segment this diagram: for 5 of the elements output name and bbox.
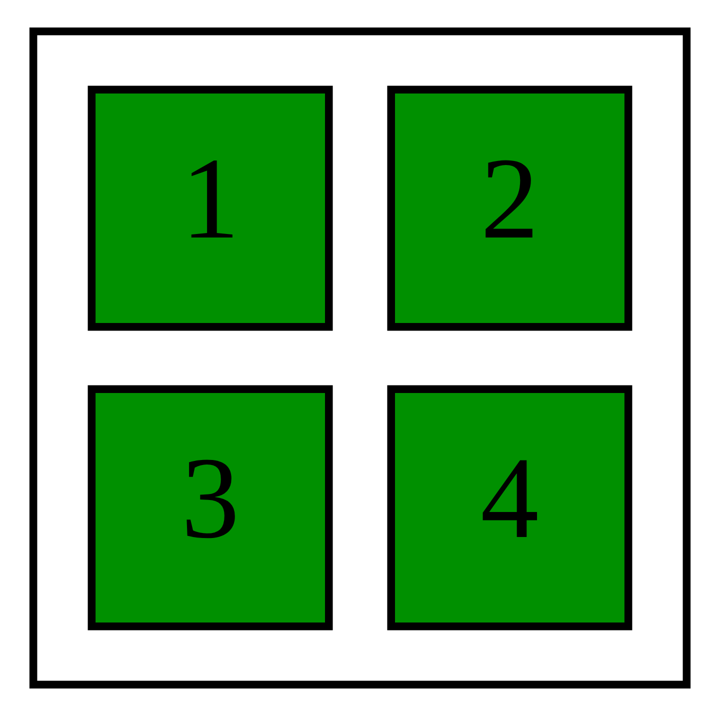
node-box: 2 [386,86,632,331]
cluster [28,27,690,689]
node-box: 4 [386,385,632,630]
node-box: 3 [87,385,332,630]
node-box: 1 [87,86,332,331]
